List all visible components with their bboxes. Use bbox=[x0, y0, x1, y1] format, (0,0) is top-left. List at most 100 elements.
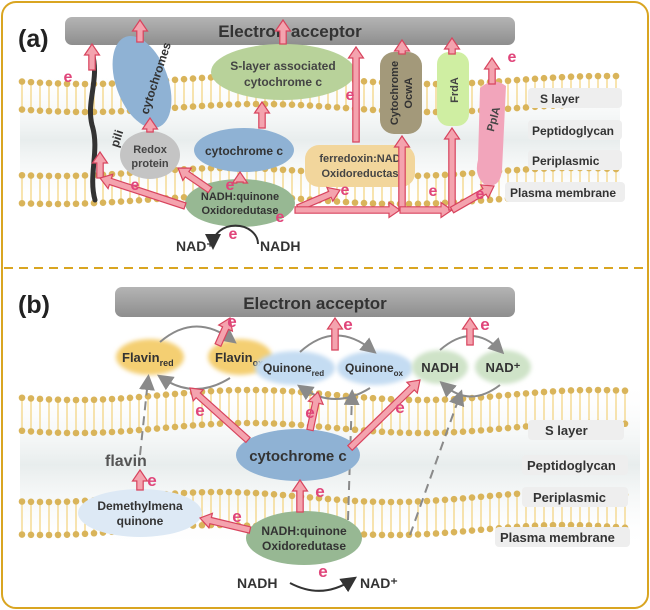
lipid-head bbox=[198, 165, 206, 172]
lipid-head bbox=[333, 391, 341, 399]
lipid-head bbox=[405, 396, 413, 404]
lipid-head bbox=[414, 200, 422, 208]
lipid-head bbox=[396, 531, 404, 539]
lipid-head bbox=[171, 76, 179, 84]
lipid-head bbox=[333, 104, 341, 111]
nadh-top-blob bbox=[412, 350, 468, 384]
ppla-protein bbox=[476, 81, 506, 186]
lipid-head bbox=[540, 74, 548, 82]
lipid-head bbox=[216, 420, 224, 427]
flavin-red-label: Flavinred bbox=[122, 350, 174, 368]
lipid-head bbox=[495, 491, 503, 499]
lipid-head bbox=[81, 108, 89, 116]
lipid-head bbox=[180, 103, 188, 111]
lipid-head bbox=[414, 429, 422, 437]
lipid-head bbox=[81, 172, 89, 179]
lipid-head bbox=[72, 200, 80, 208]
demethylmenaquinone-label-2: quinone bbox=[117, 514, 164, 528]
layer-label-peptidoglycan-b: Peptidoglycan bbox=[527, 458, 616, 473]
lipid-head bbox=[477, 79, 485, 86]
lipid-head bbox=[477, 427, 485, 434]
lipid-head bbox=[270, 100, 278, 108]
lipid-head bbox=[315, 494, 323, 502]
lipid-head bbox=[90, 529, 98, 537]
arrow-redox-to-cytochromes bbox=[141, 116, 159, 133]
lipid-head bbox=[306, 102, 314, 109]
layer-label-periplasmic-b: Periplasmic bbox=[533, 490, 606, 505]
lipid-head bbox=[540, 388, 548, 396]
layer-label-s-b: S layer bbox=[545, 423, 588, 438]
arrow-slayer-to-acceptor bbox=[274, 18, 292, 45]
lipid-head bbox=[378, 200, 386, 208]
lipid-head bbox=[459, 528, 467, 535]
layer-label-box-peptidoglycan-b bbox=[522, 455, 628, 475]
arrow-to-ocwa bbox=[393, 134, 411, 211]
lipid-head bbox=[54, 429, 62, 437]
lipid-head bbox=[252, 100, 260, 108]
lipid-head bbox=[117, 198, 125, 205]
lipid-head bbox=[558, 387, 566, 395]
electron-flow-arrows bbox=[83, 18, 501, 219]
lipid-head bbox=[63, 429, 71, 437]
quinone-red-blob bbox=[255, 351, 335, 385]
electron-e-label: e bbox=[305, 403, 314, 422]
arrow-membrane-path-2 bbox=[399, 201, 454, 219]
lipid-head bbox=[99, 108, 107, 116]
lipid-head bbox=[342, 104, 350, 112]
lipid-head bbox=[288, 167, 296, 174]
lipid-head bbox=[549, 521, 557, 529]
lipid-head bbox=[360, 498, 368, 505]
lipid-head bbox=[279, 166, 287, 174]
lipid-head bbox=[459, 428, 467, 435]
lipid-head bbox=[27, 395, 35, 402]
lipid-head bbox=[558, 73, 566, 81]
flavin-red-blob bbox=[116, 339, 184, 375]
lipid-head bbox=[432, 199, 440, 207]
panel-a: Electron acceptor (a) pili cytochromes R… bbox=[18, 17, 625, 254]
lipid-head bbox=[333, 198, 341, 205]
lipid-head bbox=[405, 429, 413, 437]
lipid-head bbox=[270, 420, 278, 427]
pili-label: pili bbox=[108, 128, 127, 149]
cytochrome-c-protein-b bbox=[236, 429, 360, 481]
lipid-head bbox=[180, 422, 188, 430]
lipid-head bbox=[225, 488, 233, 496]
lipid-head bbox=[180, 489, 188, 497]
lipid-head bbox=[54, 108, 62, 115]
electron-acceptor-label-b: Electron acceptor bbox=[243, 294, 387, 313]
lipid-head bbox=[432, 497, 440, 504]
lipid-head bbox=[360, 106, 368, 113]
redox-protein-label-2: protein bbox=[131, 158, 169, 170]
arrow-to-ferredoxin bbox=[295, 186, 341, 212]
ocwa-label-1: Cytochrome bbox=[389, 61, 401, 125]
lipid-head bbox=[81, 200, 89, 207]
lipid-head bbox=[378, 498, 386, 506]
lipid-head bbox=[369, 200, 377, 207]
lipid-head bbox=[63, 172, 71, 180]
lipid-head bbox=[108, 198, 116, 206]
lipid-head bbox=[243, 386, 251, 394]
lipid-head bbox=[234, 488, 242, 496]
lipid-head bbox=[18, 427, 26, 435]
nadh-to-nad-arc bbox=[205, 224, 259, 250]
lipid-head bbox=[135, 393, 143, 401]
lipid-head bbox=[387, 428, 395, 436]
nadh-oxidoreductase-label-2: Oxidoredutase bbox=[201, 205, 278, 217]
lipid-head bbox=[99, 396, 107, 403]
panel-b: Electron acceptor (b) Flavinred Flavinox… bbox=[18, 287, 640, 593]
quinone-ox-blob bbox=[337, 351, 413, 385]
panel-a-tag: (a) bbox=[18, 25, 49, 53]
lipid-head bbox=[81, 80, 89, 88]
lipid-head bbox=[387, 498, 395, 506]
lipid-head bbox=[45, 531, 53, 539]
lipid-head bbox=[198, 421, 206, 429]
lipid-head bbox=[45, 172, 53, 180]
lipid-head bbox=[513, 76, 521, 84]
layer-label-s: S layer bbox=[540, 92, 580, 106]
lipid-head bbox=[621, 387, 629, 395]
lipid-head bbox=[225, 101, 233, 108]
lipid-head bbox=[378, 428, 386, 436]
lipid-head bbox=[423, 429, 431, 437]
lipid-head bbox=[180, 75, 188, 83]
lipid-head bbox=[63, 80, 71, 88]
